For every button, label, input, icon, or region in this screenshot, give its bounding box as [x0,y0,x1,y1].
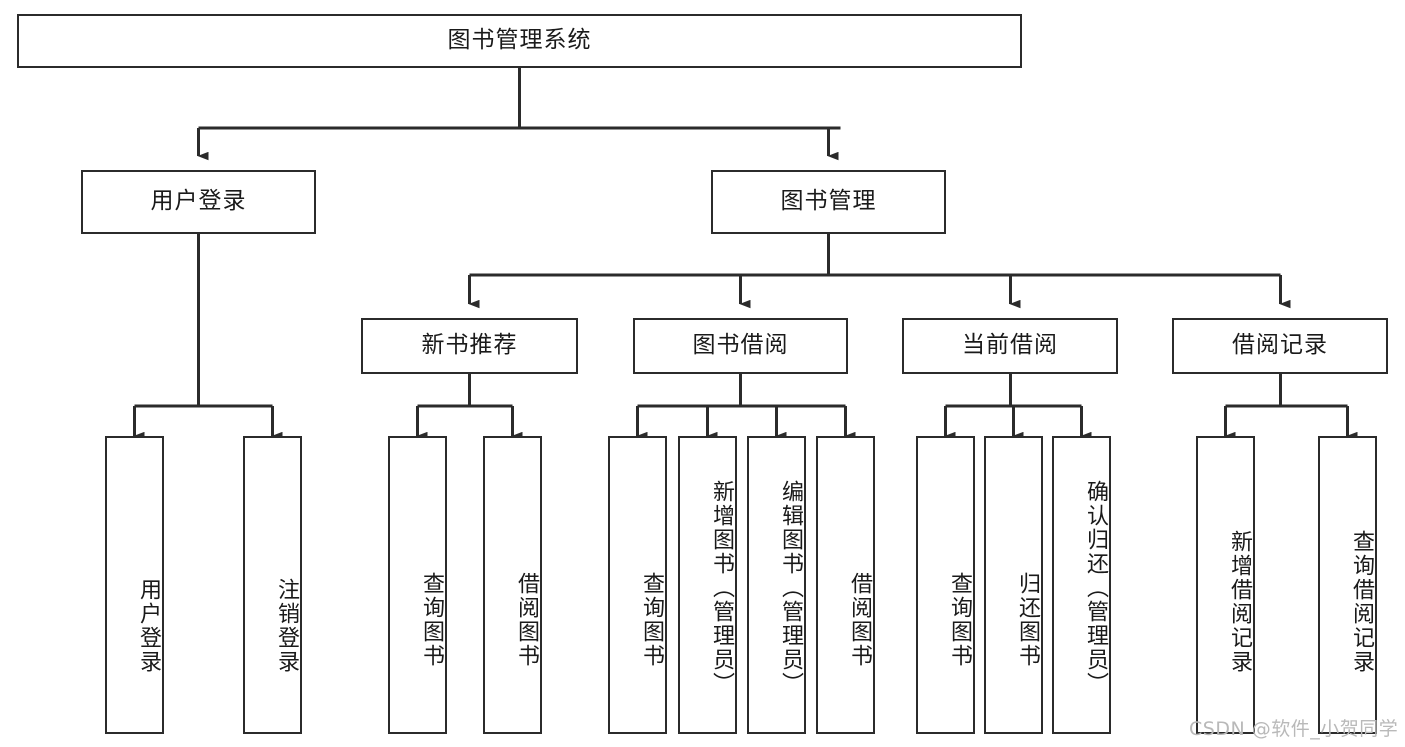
node-leaf-return-book-label: 归还图书 [1015,572,1040,668]
node-root-label: 图书管理系统 [447,27,592,54]
node-root[interactable]: 图书管理系统 [17,14,1022,68]
node-leaf-borrow-book-2[interactable]: 借阅图书 [816,436,875,734]
node-leaf-query-record-label: 查询借阅记录 [1349,530,1374,674]
node-book-borrow-label: 图书借阅 [692,332,789,359]
node-leaf-confirm-return-label: 确认归还（管理员） [1083,480,1108,696]
node-leaf-borrow-book-2-label: 借阅图书 [847,572,872,668]
node-leaf-query-book-2[interactable]: 查询图书 [608,436,667,734]
node-leaf-borrow-book-1[interactable]: 借阅图书 [483,436,542,734]
node-leaf-query-book-1[interactable]: 查询图书 [388,436,447,734]
node-borrow-record-label: 借阅记录 [1232,332,1328,359]
node-leaf-query-book-2-label: 查询图书 [639,572,664,668]
node-leaf-edit-book-label: 编辑图书（管理员） [778,480,803,696]
node-user-login[interactable]: 用户登录 [81,170,316,234]
node-leaf-add-record-label: 新增借阅记录 [1227,530,1252,674]
node-borrow-record[interactable]: 借阅记录 [1172,318,1388,374]
node-leaf-add-book-label: 新增图书（管理员） [709,480,734,696]
node-book-borrow[interactable]: 图书借阅 [633,318,848,374]
node-leaf-logout[interactable]: 注销登录 [243,436,302,734]
node-leaf-borrow-book-1-label: 借阅图书 [514,572,539,668]
node-leaf-return-book[interactable]: 归还图书 [984,436,1043,734]
node-leaf-confirm-return[interactable]: 确认归还（管理员） [1052,436,1111,734]
node-new-book-rec-label: 新书推荐 [421,332,518,359]
node-leaf-user-login-label: 用户登录 [136,578,161,674]
node-leaf-query-book-1-label: 查询图书 [419,572,444,668]
node-book-manage[interactable]: 图书管理 [711,170,946,234]
node-current-borrow[interactable]: 当前借阅 [902,318,1118,374]
node-current-borrow-label: 当前借阅 [962,332,1058,359]
node-user-login-label: 用户登录 [150,188,247,215]
node-leaf-query-book-3-label: 查询图书 [947,572,972,668]
node-leaf-user-login[interactable]: 用户登录 [105,436,164,734]
node-book-manage-label: 图书管理 [780,188,877,215]
node-leaf-query-book-3[interactable]: 查询图书 [916,436,975,734]
node-leaf-query-record[interactable]: 查询借阅记录 [1318,436,1377,734]
node-leaf-add-record[interactable]: 新增借阅记录 [1196,436,1255,734]
node-new-book-rec[interactable]: 新书推荐 [361,318,578,374]
node-leaf-logout-label: 注销登录 [274,578,299,674]
csdn-watermark: CSDN @软件_小贺同学 [1189,718,1399,740]
node-leaf-add-book[interactable]: 新增图书（管理员） [678,436,737,734]
node-leaf-edit-book[interactable]: 编辑图书（管理员） [747,436,806,734]
